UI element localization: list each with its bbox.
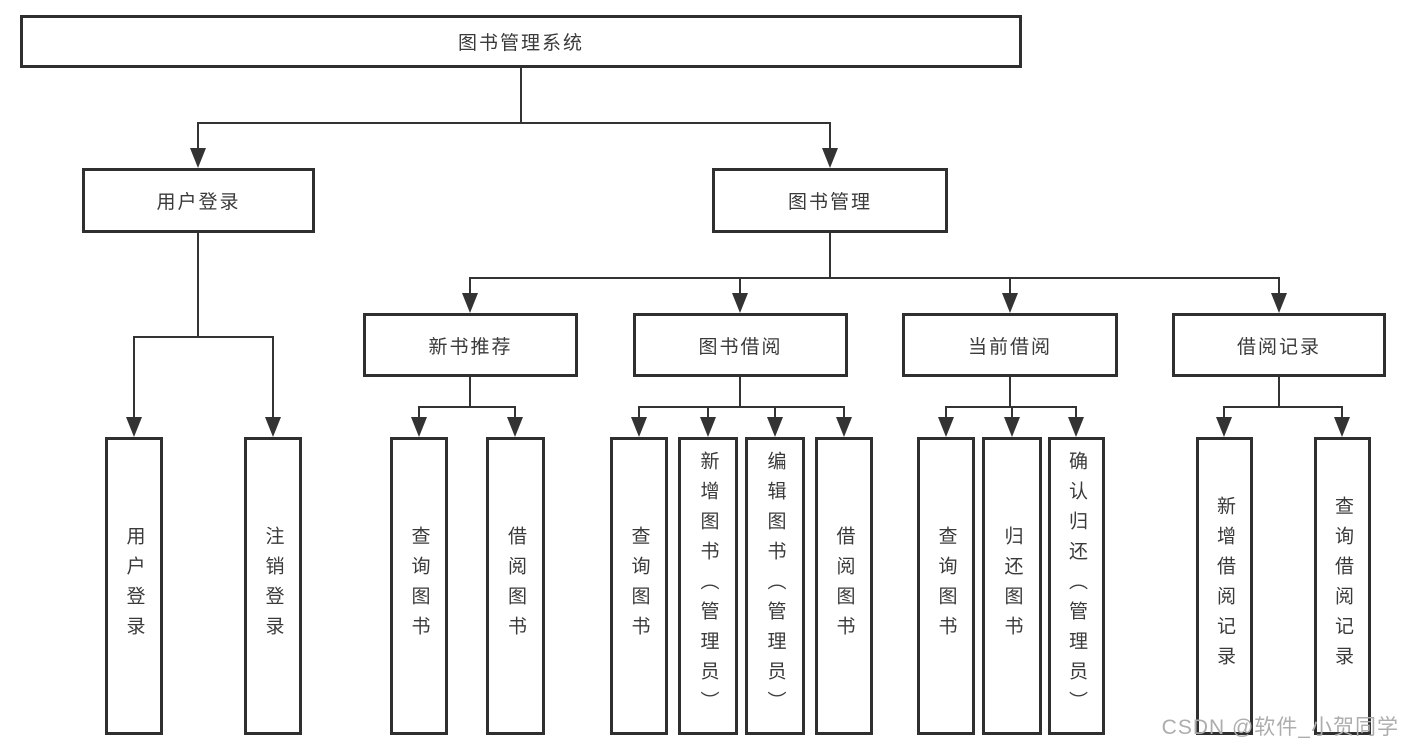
arrow-down-icon	[1216, 417, 1232, 437]
connector-line	[739, 277, 741, 297]
connector-line	[197, 233, 199, 338]
csdn-watermark: CSDN @软件_小贺同学	[1161, 716, 1399, 739]
node-book-borrow: 图书借阅	[633, 313, 848, 377]
connector-line	[1075, 406, 1077, 421]
arrow-down-icon	[822, 148, 838, 168]
connector-line	[945, 406, 947, 421]
leaf-add-book-admin: 新增图书（管理员）	[678, 437, 738, 735]
connector-line	[638, 406, 640, 421]
connector-line	[1011, 406, 1013, 421]
node-user-login: 用户登录	[82, 168, 315, 233]
node-book-management: 图书管理	[712, 168, 948, 233]
node-current-borrow: 当前借阅	[902, 313, 1118, 377]
leaf-add-borrow-record-label: 新增借阅记录	[1214, 496, 1235, 676]
leaf-current-query-book-label: 查询图书	[935, 526, 957, 646]
connector-line	[707, 406, 709, 421]
leaf-confirm-return-admin: 确认归还（管理员）	[1048, 437, 1105, 735]
arrow-down-icon	[700, 417, 716, 437]
node-borrow-records-label: 借阅记录	[1236, 336, 1321, 358]
arrow-down-icon	[126, 417, 142, 437]
leaf-user-login: 用户登录	[105, 437, 163, 735]
connector-line	[133, 336, 135, 421]
arrow-down-icon	[1004, 417, 1020, 437]
node-new-book-recommend-label: 新书推荐	[428, 336, 513, 358]
arrow-down-icon	[631, 417, 647, 437]
connector-line	[1009, 377, 1011, 408]
arrow-down-icon	[767, 417, 783, 437]
connector-line	[514, 406, 516, 421]
arrow-down-icon	[190, 148, 206, 168]
leaf-borrow-query-book-label: 查询图书	[628, 526, 650, 646]
connector-line	[197, 122, 831, 124]
leaf-edit-book-admin: 编辑图书（管理员）	[745, 437, 805, 735]
leaf-current-query-book: 查询图书	[917, 437, 975, 735]
arrow-down-icon	[938, 417, 954, 437]
connector-line	[1223, 406, 1343, 408]
connector-line	[774, 406, 776, 421]
leaf-add-book-admin-label: 新增图书（管理员）	[697, 451, 719, 721]
leaf-query-borrow-record: 查询借阅记录	[1314, 437, 1371, 735]
connector-line	[418, 406, 516, 408]
leaf-query-borrow-record-label: 查询借阅记录	[1332, 496, 1353, 676]
connector-line	[739, 377, 741, 408]
leaf-user-login-label: 用户登录	[123, 526, 145, 646]
connector-line	[1278, 377, 1280, 408]
leaf-recommend-query-book-label: 查询图书	[408, 526, 430, 646]
connector-line	[469, 277, 1280, 279]
leaf-add-borrow-record: 新增借阅记录	[1196, 437, 1253, 735]
node-user-login-label: 用户登录	[156, 192, 241, 213]
arrow-down-icon	[462, 293, 478, 313]
leaf-edit-book-admin-label: 编辑图书（管理员）	[764, 451, 786, 721]
arrow-down-icon	[836, 417, 852, 437]
node-new-book-recommend: 新书推荐	[363, 313, 578, 377]
node-current-borrow-label: 当前借阅	[967, 336, 1052, 358]
connector-line	[520, 68, 522, 124]
node-book-management-label: 图书管理	[787, 192, 872, 213]
leaf-return-book-label: 归还图书	[1001, 526, 1023, 646]
node-borrow-records: 借阅记录	[1172, 313, 1386, 377]
connector-line	[829, 233, 831, 279]
connector-line	[418, 406, 420, 421]
leaf-recommend-borrow-book-label: 借阅图书	[505, 526, 526, 646]
arrow-down-icon	[1271, 293, 1287, 313]
arrow-down-icon	[1002, 293, 1018, 313]
arrow-down-icon	[411, 417, 427, 437]
leaf-borrow-query-book: 查询图书	[610, 437, 668, 735]
connector-line	[638, 406, 845, 408]
leaf-logout: 注销登录	[244, 437, 302, 735]
node-root: 图书管理系统	[20, 15, 1022, 68]
connector-line	[469, 377, 471, 408]
connector-line	[829, 122, 831, 152]
connector-line	[1009, 277, 1011, 297]
connector-line	[1223, 406, 1225, 421]
leaf-recommend-borrow-book: 借阅图书	[486, 437, 545, 735]
node-root-label: 图书管理系统	[457, 33, 584, 54]
arrow-down-icon	[1334, 417, 1350, 437]
connector-line	[1278, 277, 1280, 297]
arrow-down-icon	[265, 417, 281, 437]
connector-line	[272, 336, 274, 421]
arrow-down-icon	[1068, 417, 1084, 437]
connector-line	[469, 277, 471, 297]
connector-line	[197, 122, 199, 152]
leaf-borrow-book: 借阅图书	[815, 437, 873, 735]
connector-line	[1341, 406, 1343, 421]
leaf-recommend-query-book: 查询图书	[390, 437, 448, 735]
connector-line	[843, 406, 845, 421]
leaf-logout-label: 注销登录	[262, 526, 284, 646]
leaf-return-book: 归还图书	[982, 437, 1042, 735]
arrow-down-icon	[732, 293, 748, 313]
arrow-down-icon	[507, 417, 523, 437]
node-book-borrow-label: 图书借阅	[698, 336, 783, 358]
leaf-borrow-book-label: 借阅图书	[833, 526, 855, 646]
connector-line	[133, 336, 274, 338]
leaf-confirm-return-admin-label: 确认归还（管理员）	[1066, 451, 1087, 721]
